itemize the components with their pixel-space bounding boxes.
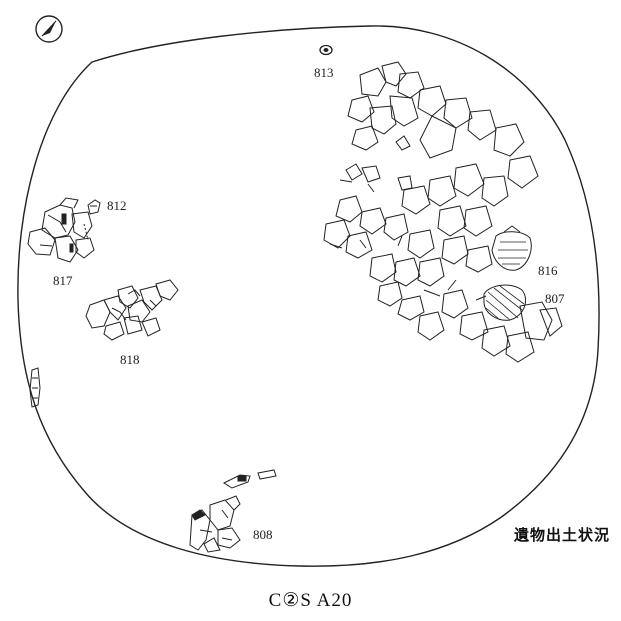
- artifact-small-left: [29, 367, 41, 408]
- label-808: 808: [253, 527, 273, 542]
- artifact-817: [27, 197, 95, 263]
- north-arrow-icon: [35, 15, 63, 43]
- artifact-808: [189, 495, 241, 553]
- label-807: 807: [545, 291, 565, 306]
- site-id-label: C②S A20: [268, 590, 353, 611]
- artifact-small-bottom: [222, 469, 277, 489]
- artifact-818: [85, 279, 179, 341]
- label-813: 813: [314, 65, 334, 80]
- artifact-cluster-main: [323, 61, 563, 363]
- label-812: 812: [107, 198, 127, 213]
- label-816: 816: [538, 263, 558, 278]
- artifact-813: [319, 44, 333, 56]
- label-817: 817: [53, 273, 73, 288]
- pit-outline: [17, 25, 600, 567]
- label-818: 818: [120, 352, 140, 367]
- figure-caption: 遺物出土状況: [513, 526, 610, 544]
- artifact-812: [87, 199, 101, 215]
